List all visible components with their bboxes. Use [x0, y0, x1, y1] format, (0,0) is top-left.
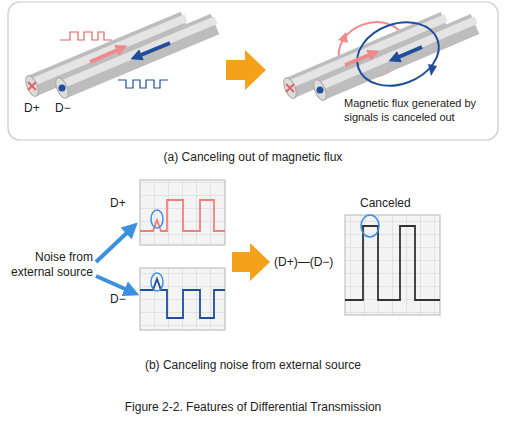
- signal-name: D−: [110, 292, 138, 307]
- note: Noise from external source: [3, 250, 93, 280]
- panel-caption: (b) Canceling noise from external source: [0, 358, 506, 373]
- panel-caption: (a) Canceling out of magnetic flux: [0, 150, 506, 165]
- panel-frame: [8, 2, 498, 140]
- signal-name: D+: [24, 101, 54, 116]
- figure-caption: Figure 2-2. Features of Differential Tra…: [0, 400, 506, 415]
- cable-pair: [23, 18, 216, 100]
- cable-pair-flux: [281, 11, 476, 102]
- signal-name: D+: [110, 196, 138, 211]
- plot-title: Canceled: [360, 196, 440, 211]
- signal-name: D−: [55, 101, 85, 116]
- formula: (D+)—(D−): [274, 255, 344, 270]
- transition-arrow: [226, 50, 266, 90]
- note: Magnetic flux generated by signals is ca…: [344, 97, 496, 125]
- waveform-plots: [96, 180, 440, 330]
